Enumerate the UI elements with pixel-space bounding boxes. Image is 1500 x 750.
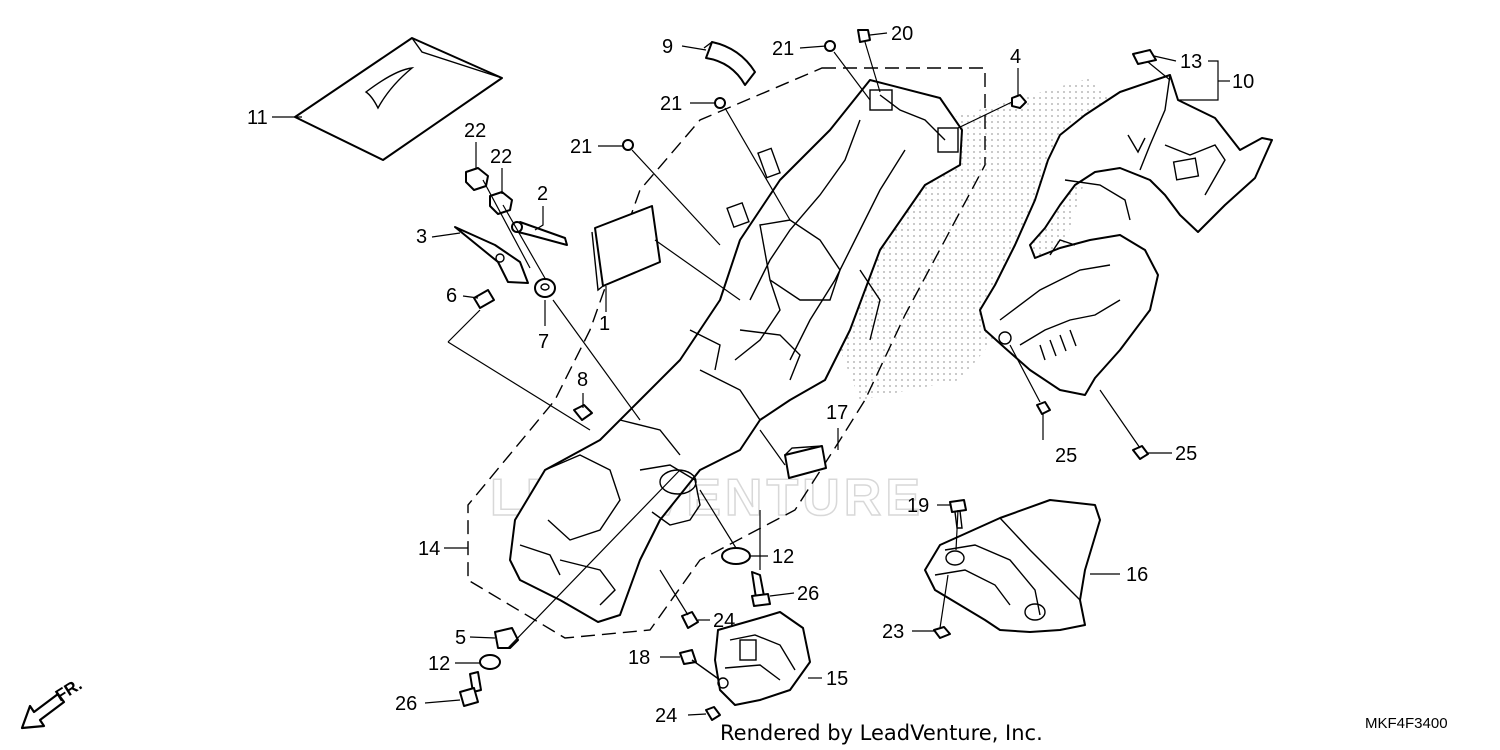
label-part-19: 19 xyxy=(907,495,929,517)
part-12-washer-b xyxy=(479,654,501,670)
part-25-nut-a xyxy=(1036,401,1051,415)
label-part-25b: 25 xyxy=(1175,443,1197,465)
part-18-bolt xyxy=(679,649,721,681)
label-part-17: 17 xyxy=(826,402,848,424)
part-21-bolt-a xyxy=(824,40,836,52)
part-6-collar xyxy=(473,289,495,309)
part-13-clip xyxy=(1132,49,1157,65)
leader-lines xyxy=(272,32,1230,716)
label-part-22b: 22 xyxy=(490,146,512,168)
part-10-inner-fender xyxy=(979,74,1273,396)
label-part-7: 7 xyxy=(538,331,549,353)
label-part-21b: 21 xyxy=(660,93,682,115)
part-2-bracket xyxy=(511,221,568,246)
part-16-hugger xyxy=(924,499,1101,633)
part-26-bolt-a xyxy=(751,571,771,607)
part-22-nut-a xyxy=(465,167,489,191)
diagram-code: MKF4F3400 xyxy=(1365,715,1448,732)
part-5-grommet xyxy=(494,627,519,649)
part-23-nut xyxy=(933,626,951,639)
part-15-lower-cover xyxy=(714,611,811,706)
label-part-9: 9 xyxy=(662,36,673,58)
part-21-bolt-c xyxy=(622,139,634,151)
label-part-24a: 24 xyxy=(713,610,735,632)
label-part-21c: 21 xyxy=(570,136,592,158)
label-part-23: 23 xyxy=(882,621,904,643)
label-part-14: 14 xyxy=(418,538,440,560)
part-1-reflector xyxy=(591,205,661,292)
label-part-5: 5 xyxy=(455,627,466,649)
part-labels: 1 2 3 4 5 6 7 8 9 10 11 12 12 13 14 15 1… xyxy=(247,23,1254,727)
front-direction-arrow: FR. xyxy=(20,675,85,730)
label-part-10: 10 xyxy=(1232,71,1254,93)
label-part-25a: 25 xyxy=(1055,445,1077,467)
label-part-1: 1 xyxy=(599,313,610,335)
label-part-21a: 21 xyxy=(772,38,794,60)
label-part-18: 18 xyxy=(628,647,650,669)
part-24-clip-b xyxy=(705,706,721,721)
part-4-nut xyxy=(1011,94,1027,109)
label-part-16: 16 xyxy=(1126,564,1148,586)
arrow-icon xyxy=(20,692,66,730)
label-part-26a: 26 xyxy=(797,583,819,605)
label-part-20: 20 xyxy=(891,23,913,45)
part-21-bolt-b xyxy=(714,97,726,109)
part-12-washer-a xyxy=(721,547,751,565)
label-part-22a: 22 xyxy=(464,120,486,142)
footer-credit: Rendered by LeadVenture, Inc. xyxy=(720,721,1043,745)
label-part-4: 4 xyxy=(1010,46,1021,68)
label-part-3: 3 xyxy=(416,226,427,248)
part-17-pad xyxy=(784,445,827,479)
part-9-strap xyxy=(703,41,756,86)
label-part-26b: 26 xyxy=(395,693,417,715)
part-3-bracket xyxy=(454,226,529,284)
part-11-bag xyxy=(294,37,503,161)
label-part-12a: 12 xyxy=(772,546,794,568)
part-26-bolt-b xyxy=(459,671,482,707)
part-20-bolt xyxy=(857,29,871,43)
part-14-rear-fender xyxy=(509,79,963,623)
part-7-grommet xyxy=(534,278,556,298)
part-25-nut-b xyxy=(1132,445,1149,460)
part-22-nut-b xyxy=(489,191,513,215)
label-part-15: 15 xyxy=(826,668,848,690)
label-part-11: 11 xyxy=(247,107,268,129)
label-part-2: 2 xyxy=(537,183,548,205)
label-part-8: 8 xyxy=(577,369,588,391)
label-part-13: 13 xyxy=(1180,51,1202,73)
part-19-bolt xyxy=(949,499,967,529)
label-part-12b: 12 xyxy=(428,653,450,675)
label-part-24b: 24 xyxy=(655,705,677,727)
label-part-6: 6 xyxy=(446,285,457,307)
part-8-clip xyxy=(573,404,593,421)
part-24-clip-a xyxy=(681,611,699,629)
assembly-group-outline xyxy=(467,67,986,639)
